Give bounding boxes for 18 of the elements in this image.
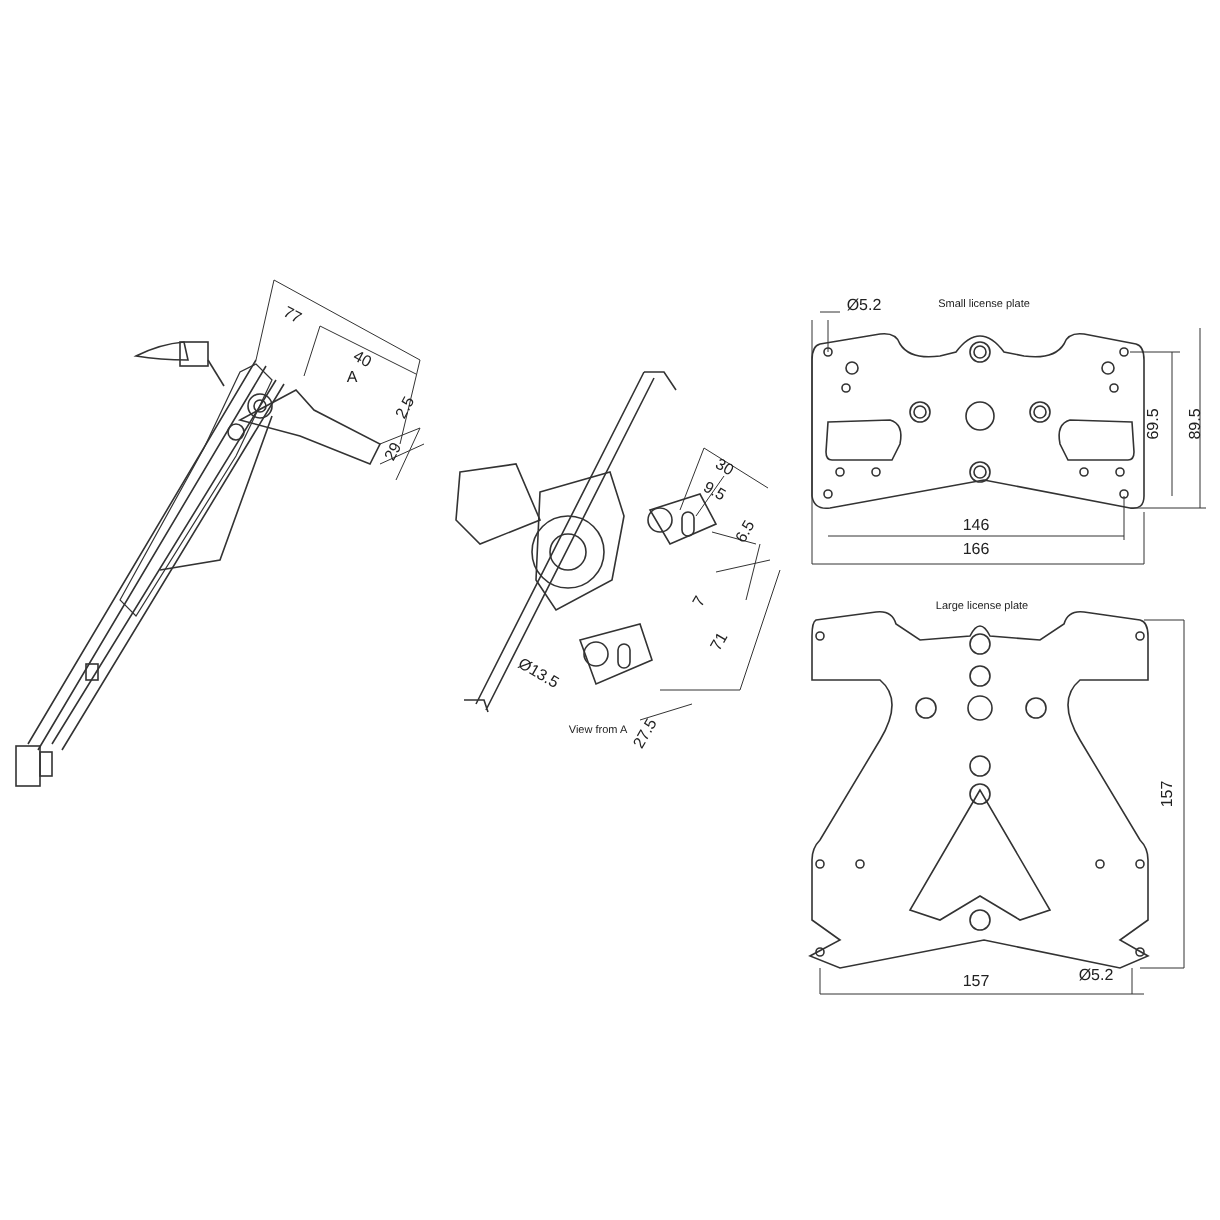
- dimension-label: 71: [707, 628, 733, 656]
- dimension-label: 2.5: [392, 392, 420, 424]
- dimension-label: 89.5: [1188, 406, 1204, 442]
- dimension-label: 157: [1160, 778, 1176, 810]
- dimension-label: 69.5: [1146, 406, 1162, 442]
- view-marker: A: [344, 370, 360, 386]
- dimension-label: 40: [350, 347, 376, 372]
- dimension-label: 30: [710, 455, 738, 481]
- dimension-label: 157: [960, 974, 992, 990]
- dimension-label: Ø5.2: [1076, 968, 1116, 984]
- dimension-label: 9.5: [698, 478, 730, 506]
- dimension-label: 146: [960, 518, 992, 534]
- dimension-label: 7: [689, 592, 711, 612]
- dimension-label: 6.5: [732, 516, 760, 548]
- dimension-label: 166: [960, 542, 992, 558]
- dimension-label: 29: [381, 438, 407, 466]
- dimension-label: Ø5.2: [844, 298, 884, 314]
- dimension-label: 77: [278, 303, 306, 329]
